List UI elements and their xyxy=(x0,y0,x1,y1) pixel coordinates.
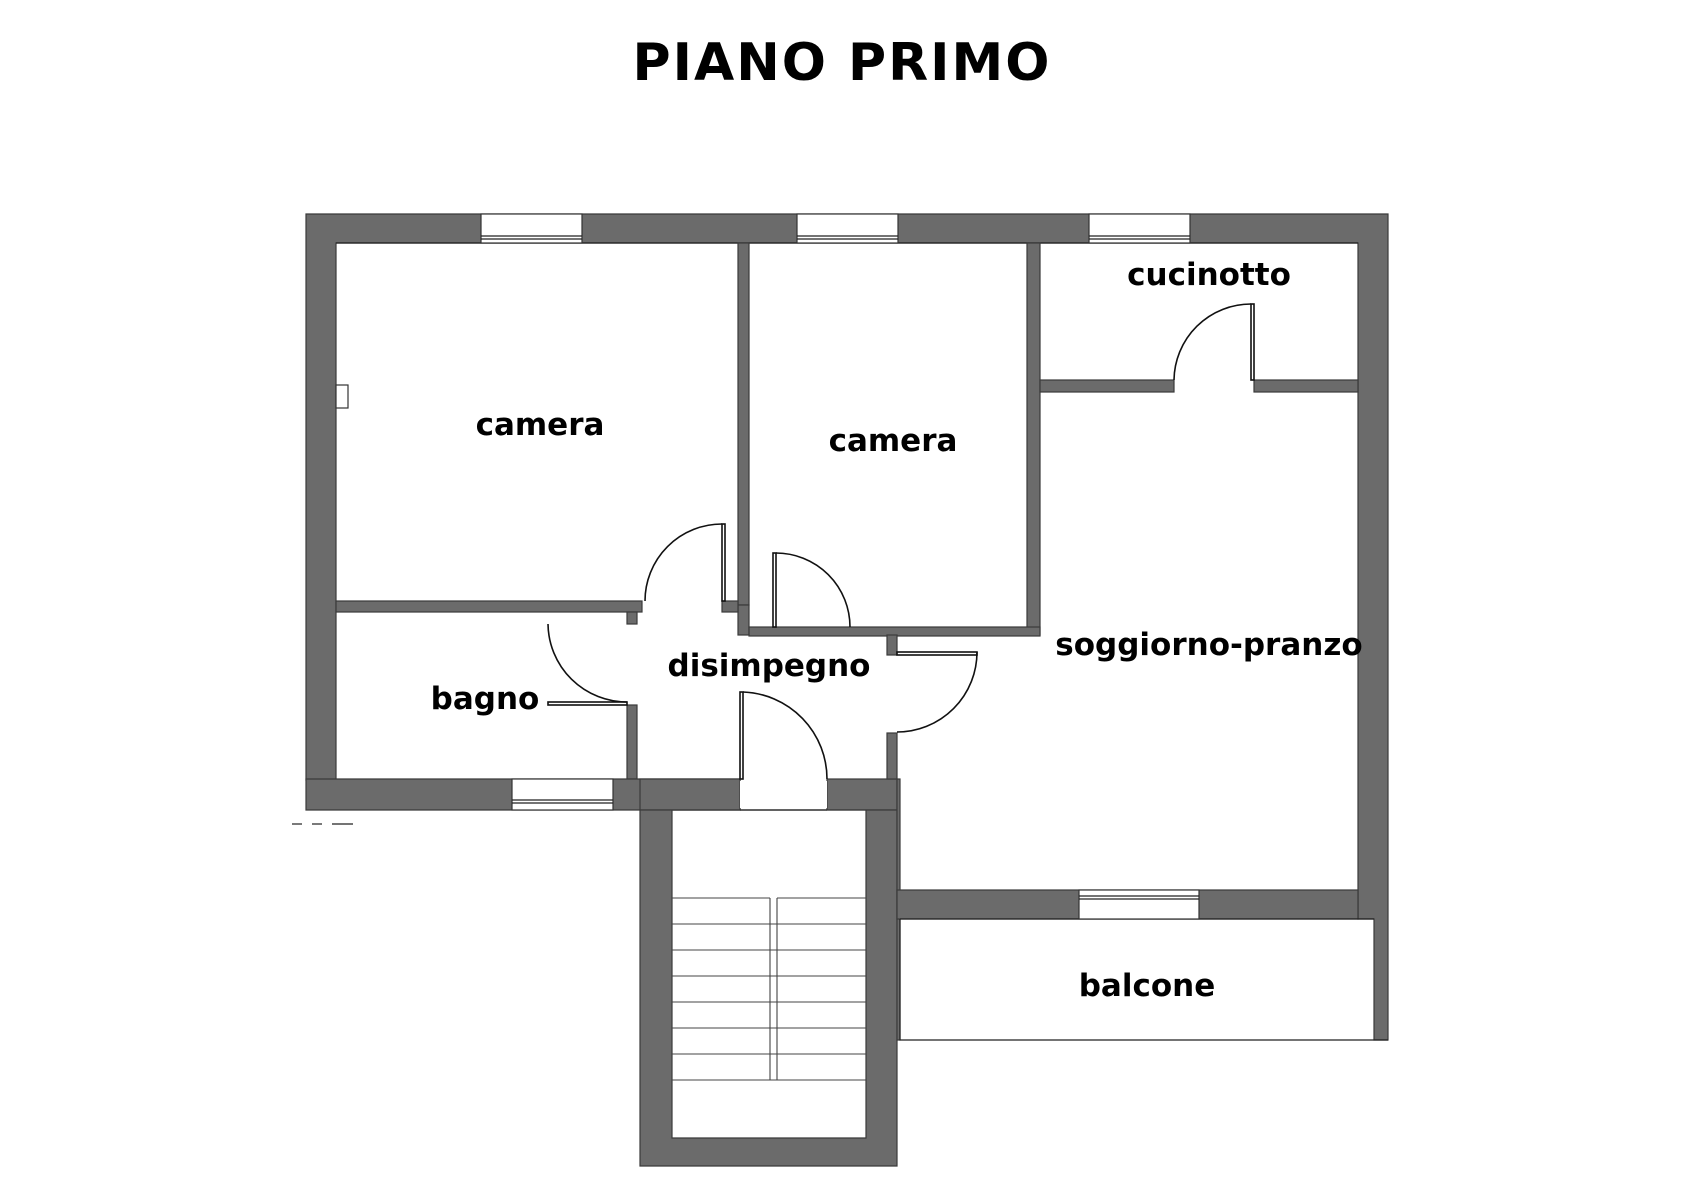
wall-camera2-right xyxy=(1026,242,1041,636)
wall-disimpegno-right xyxy=(886,634,898,656)
label-camera-1: camera xyxy=(476,407,605,443)
staircase xyxy=(672,897,866,1081)
windows xyxy=(335,213,1200,920)
balcone-outline xyxy=(899,919,1388,1041)
doors xyxy=(547,303,1255,811)
door-cucinotto xyxy=(1173,303,1255,381)
room-labels: camera camera cucinotto soggiorno-pranzo… xyxy=(431,257,1363,1004)
wall-niche xyxy=(335,384,349,409)
label-balcone: balcone xyxy=(1079,968,1216,1004)
window-soggiorno xyxy=(1078,889,1200,920)
window-bagno xyxy=(511,778,614,811)
window-cucinotto xyxy=(1088,213,1191,244)
label-camera-2: camera xyxy=(829,423,958,459)
label-disimpegno: disimpegno xyxy=(668,648,871,684)
plan-title: PIANO PRIMO xyxy=(633,33,1052,93)
door-bagno xyxy=(547,623,628,706)
door-stair xyxy=(739,691,828,811)
door-camera1 xyxy=(644,523,726,602)
wall-cucinotto-bottom-left xyxy=(1039,379,1175,393)
label-cucinotto: cucinotto xyxy=(1127,257,1291,293)
door-camera2 xyxy=(772,552,851,628)
window-camera1 xyxy=(480,213,583,244)
door-soggiorno xyxy=(896,651,978,733)
label-bagno: bagno xyxy=(431,681,540,717)
window-camera2 xyxy=(796,213,899,244)
wall-bagno-right xyxy=(626,611,638,625)
label-soggiorno-pranzo: soggiorno-pranzo xyxy=(1055,627,1362,663)
wall-camera1-bottom xyxy=(335,600,643,613)
wall-camera-divider xyxy=(737,242,750,606)
stair-wall xyxy=(639,809,898,1167)
wall-cucinotto-bottom-right xyxy=(1253,379,1359,393)
